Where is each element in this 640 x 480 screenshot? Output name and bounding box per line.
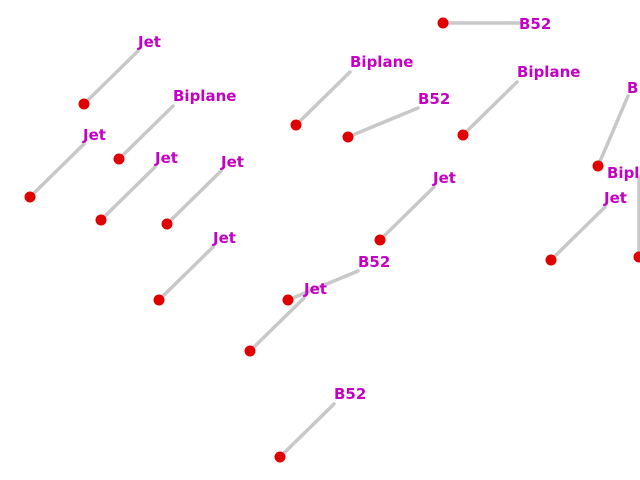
point-label: Jet [303,280,327,298]
leader-line [117,104,175,161]
point-label: Jet [432,169,456,187]
point-marker [633,251,640,263]
point-marker [282,294,294,306]
point-label: Biplane [173,87,236,105]
point-marker [161,218,173,230]
leader-line [596,94,630,168]
point-label: Jet [137,33,161,51]
point-label: B52 [418,90,450,108]
point-label: B52 [334,385,366,403]
leader-line [294,70,352,127]
point-marker [592,160,604,172]
point-label: Biplane [517,63,580,81]
point-marker [78,98,90,110]
point-marker [457,129,469,141]
point-label: Jet [603,189,627,207]
leader-line [346,106,420,139]
point-marker [342,131,354,143]
leader-line [165,169,223,226]
point-marker [545,254,557,266]
point-marker [437,17,449,29]
point-marker [244,345,256,357]
point-label: Jet [82,126,106,144]
point-label: B [627,79,638,97]
leader-line [286,269,360,302]
point-label: Jet [212,229,236,247]
point-marker [153,294,165,306]
point-label: Bipl [607,164,639,182]
leader-line [157,245,215,302]
leader-line [278,402,336,459]
leader-line [378,185,436,242]
leader-line [99,165,157,222]
point-marker [274,451,286,463]
point-label: Jet [154,149,178,167]
leader-line [82,49,140,106]
point-marker [374,234,386,246]
leader-line [461,80,519,137]
point-label: Jet [220,153,244,171]
point-marker [24,191,36,203]
point-marker [290,119,302,131]
leader-line [248,296,306,353]
leader-line [549,205,607,262]
point-label: Biplane [350,53,413,71]
point-marker [113,153,125,165]
leader-lines [28,21,640,459]
points [24,17,640,463]
point-marker [95,214,107,226]
point-label: B52 [519,15,551,33]
leader-line [28,142,86,199]
point-label: B52 [358,253,390,271]
